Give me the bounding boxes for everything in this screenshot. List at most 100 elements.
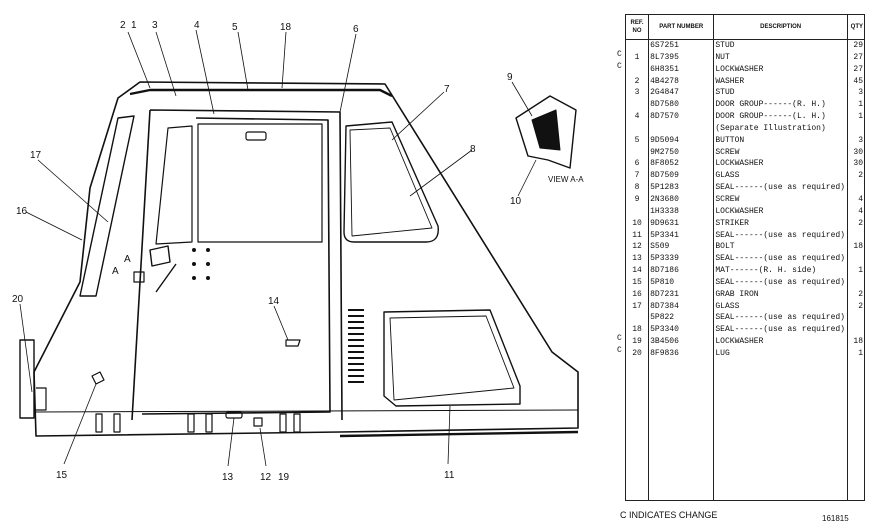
empty-cell bbox=[713, 359, 848, 501]
qty-cell bbox=[846, 276, 866, 289]
bolt bbox=[253, 417, 263, 427]
callout-16: 16 bbox=[16, 206, 28, 217]
front-pillar bbox=[131, 109, 343, 421]
part-number-cell: 4B4278 bbox=[648, 75, 715, 88]
part-number-cell: 5P3339 bbox=[648, 253, 715, 266]
mat bbox=[285, 339, 301, 347]
callout-12: 12 bbox=[260, 472, 272, 483]
ref-no-cell: 15 bbox=[624, 276, 650, 289]
change-mark: C bbox=[617, 61, 622, 71]
description-cell: GLASS bbox=[713, 170, 848, 183]
description-cell: GRAB IRON bbox=[713, 288, 848, 301]
parts-table-header: REF. NO PART NUMBER DESCRIPTION QTY bbox=[624, 14, 866, 40]
door-frame bbox=[141, 117, 331, 415]
callout-7: 7 bbox=[444, 84, 450, 95]
qty-cell: 30 bbox=[846, 158, 866, 171]
callout-11: 11 bbox=[444, 470, 455, 481]
part-number-cell: 8F9836 bbox=[648, 347, 715, 360]
header-qty: QTY bbox=[846, 14, 866, 40]
callout-9: 9 bbox=[507, 72, 513, 83]
qty-cell: 1 bbox=[846, 265, 866, 277]
qty-cell: 4 bbox=[846, 193, 866, 206]
description-cell: DOOR GROUP------(L. H.) bbox=[713, 111, 848, 123]
upper-right-glass bbox=[343, 121, 439, 243]
bottom-lugs bbox=[95, 413, 301, 433]
description-cell: STUD bbox=[713, 39, 848, 52]
part-number-cell: 8D7509 bbox=[648, 170, 715, 183]
header-part-number: PART NUMBER bbox=[648, 14, 715, 40]
description-cell: LOCKWASHER bbox=[713, 63, 848, 76]
description-cell: DOOR GROUP------(R. H.) bbox=[713, 99, 848, 112]
part-number-cell: 8D7186 bbox=[648, 265, 715, 277]
callout-15: 15 bbox=[56, 470, 68, 481]
roof-rail bbox=[129, 88, 393, 98]
ref-no-cell: 14 bbox=[624, 265, 650, 277]
header-ref-no: REF. NO bbox=[624, 14, 650, 40]
qty-cell: 1 bbox=[846, 111, 866, 123]
qty-cell: 18 bbox=[846, 241, 866, 254]
qty-cell: 30 bbox=[846, 146, 866, 159]
section-mark-a-right: A bbox=[124, 254, 131, 265]
part-number-cell: 9D5094 bbox=[648, 134, 715, 147]
part-number-cell: 2N3680 bbox=[648, 193, 715, 206]
description-cell: BOLT bbox=[713, 241, 848, 254]
callout-8: 8 bbox=[470, 144, 476, 155]
part-number-cell: 9M2750 bbox=[648, 146, 715, 159]
qty-cell: 2 bbox=[846, 170, 866, 183]
description-cell: SEAL------(use as required) bbox=[713, 276, 848, 289]
ref-no-cell bbox=[624, 205, 650, 218]
header-description: DESCRIPTION bbox=[713, 14, 848, 40]
description-cell: MAT------(R. H. side) bbox=[713, 265, 848, 277]
qty-cell: 18 bbox=[846, 336, 866, 348]
ref-no-cell: 5 bbox=[624, 134, 650, 147]
ref-no-cell: 17 bbox=[624, 300, 650, 313]
description-cell: SEAL------(use as required) bbox=[713, 182, 848, 194]
ref-no-cell: 19 bbox=[624, 336, 650, 348]
qty-cell: 45 bbox=[846, 75, 866, 88]
qty-cell: 1 bbox=[846, 99, 866, 112]
ref-no-cell: 16 bbox=[624, 288, 650, 301]
callout-10: 10 bbox=[510, 196, 522, 207]
callout-18: 18 bbox=[280, 22, 292, 33]
figure-number: 161815 bbox=[822, 514, 849, 523]
description-cell: BUTTON bbox=[713, 134, 848, 147]
qty-cell: 2 bbox=[846, 217, 866, 230]
description-cell: SEAL------(use as required) bbox=[713, 312, 848, 325]
qty-cell: 1 bbox=[846, 347, 866, 360]
ref-no-cell: 2 bbox=[624, 75, 650, 88]
ref-no-cell: 1 bbox=[624, 51, 650, 64]
part-number-cell: 3B4506 bbox=[648, 336, 715, 348]
description-cell: GLASS bbox=[713, 300, 848, 313]
callout-4: 4 bbox=[194, 20, 200, 31]
part-number-cell: 8L7395 bbox=[648, 51, 715, 64]
qty-cell: 27 bbox=[846, 51, 866, 64]
ref-no-cell: 11 bbox=[624, 229, 650, 242]
description-cell: STUD bbox=[713, 87, 848, 100]
description-cell: SEAL------(use as required) bbox=[713, 229, 848, 242]
part-number-cell: 8D7231 bbox=[648, 288, 715, 301]
callout-13: 13 bbox=[222, 472, 234, 483]
qty-cell bbox=[846, 182, 866, 194]
part-number-cell: 8D7570 bbox=[648, 111, 715, 123]
door-handle bbox=[149, 245, 177, 293]
part-number-cell: 5P3341 bbox=[648, 229, 715, 242]
qty-cell: 4 bbox=[846, 205, 866, 218]
qty-cell bbox=[846, 312, 866, 325]
striker-view bbox=[515, 95, 577, 169]
empty-cell bbox=[846, 359, 866, 501]
section-mark-a-left: A bbox=[112, 266, 119, 277]
ref-no-cell bbox=[624, 39, 650, 52]
seal-15 bbox=[91, 371, 105, 385]
